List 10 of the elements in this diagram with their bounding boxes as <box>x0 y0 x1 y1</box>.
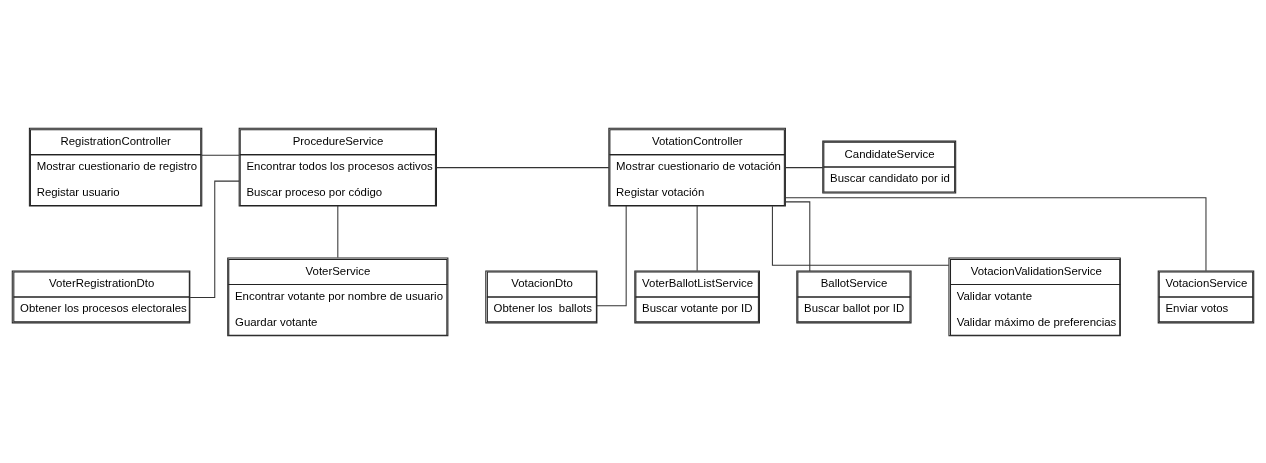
connector <box>785 166 824 168</box>
connector <box>189 180 240 298</box>
connector <box>596 205 627 306</box>
connector <box>337 205 339 258</box>
connector <box>771 205 950 266</box>
connector <box>435 166 610 168</box>
connector <box>784 196 1207 271</box>
connector <box>696 205 698 271</box>
connector <box>201 154 240 156</box>
connector <box>785 200 811 271</box>
